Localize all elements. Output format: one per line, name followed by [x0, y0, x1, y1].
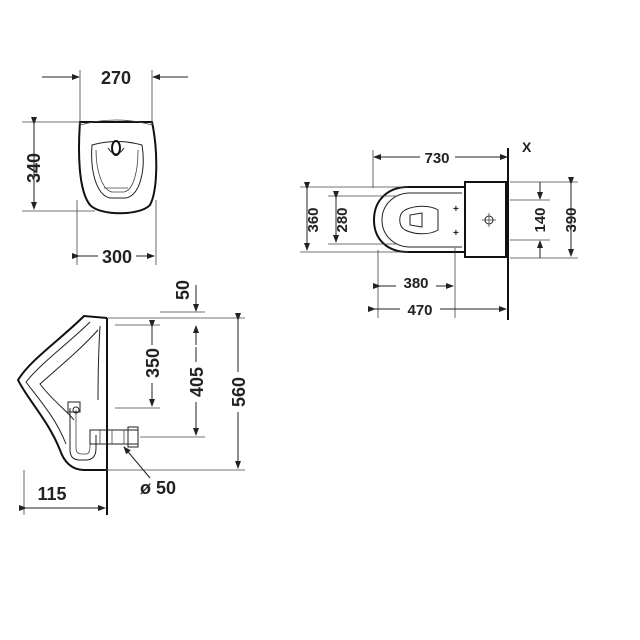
dim-350-label: 350 — [143, 348, 163, 378]
dim-340-label: 340 — [24, 153, 44, 183]
dim-140-label: 140 — [532, 207, 549, 232]
dim-560-label: 560 — [229, 377, 249, 407]
dim-390-label: 390 — [563, 207, 580, 232]
wc-seat — [381, 192, 462, 248]
urinal-front-outline — [78, 121, 158, 215]
urinal-side-back — [97, 325, 101, 401]
urinal-front-rim — [79, 119, 153, 126]
urinal-front-drain — [111, 140, 121, 156]
outlet-pipe-end — [127, 426, 139, 448]
wc-plan-view: + + X 730 360 280 140 390 — [300, 139, 580, 320]
dia-50-label: ø 50 — [140, 478, 176, 498]
dim-405-label: 405 — [187, 367, 207, 397]
dim-380-label: 380 — [403, 275, 428, 292]
urinal-front-view: 270 340 300 — [22, 68, 188, 267]
dim-360-label: 360 — [305, 207, 322, 232]
urinal-siphon-joint — [72, 406, 80, 414]
dim-50-label: 50 — [173, 280, 193, 300]
urinal-siphon — [69, 408, 97, 461]
wc-tank — [464, 181, 507, 258]
outlet-pipe — [89, 429, 139, 445]
urinal-side-bowl — [39, 329, 99, 421]
urinal-front-bowl — [91, 141, 144, 199]
dim-115-label: 115 — [37, 484, 66, 504]
wc-bowl-opening — [409, 212, 423, 228]
urinal-side-inner — [25, 321, 91, 445]
dim-270-label: 270 — [101, 68, 131, 88]
urinal-front-spray — [107, 147, 125, 155]
wc-fix-mark-1: + — [453, 204, 459, 215]
dim-280-label: 280 — [334, 207, 351, 232]
urinal-front-inner — [95, 149, 139, 193]
wc-fix-mark-2: + — [453, 228, 459, 239]
wc-bowl-outer — [372, 186, 465, 253]
dim-470-label: 470 — [407, 302, 432, 319]
wc-bowl-inner — [399, 205, 439, 235]
urinal-side-outline — [16, 314, 108, 471]
dim-300-label: 300 — [102, 247, 132, 267]
urinal-siphon-inner — [75, 410, 91, 455]
dim-730-label: 730 — [424, 150, 449, 167]
urinal-side-view: 50 350 405 560 115 ø 50 — [16, 280, 249, 515]
dia-50-leader — [123, 446, 151, 479]
wc-x-marker: X — [522, 139, 532, 155]
